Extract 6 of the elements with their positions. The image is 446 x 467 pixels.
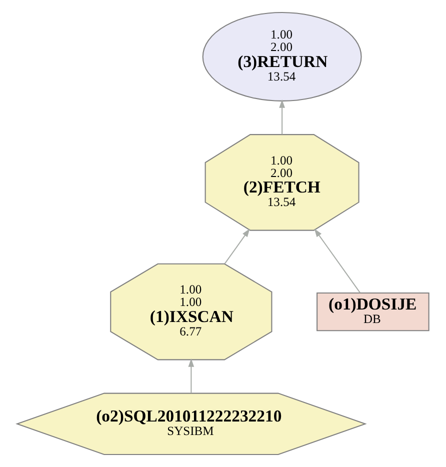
arrow xyxy=(279,99,285,134)
arrow xyxy=(224,228,250,264)
arrow xyxy=(188,358,194,394)
arrow xyxy=(314,228,361,294)
node-box: (o1)DOSIJE DB xyxy=(316,292,430,332)
node-ellipse: 1.00 2.00 (3)RETURN 13.54 xyxy=(202,12,362,102)
